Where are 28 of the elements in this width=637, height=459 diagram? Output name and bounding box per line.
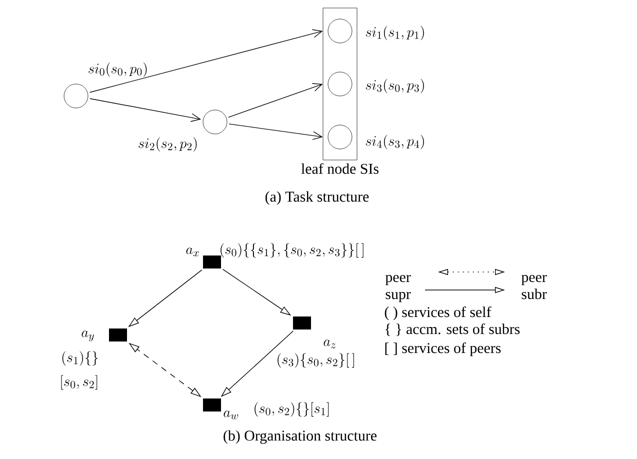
arrow	[89, 29, 323, 93]
node-label: $si_2(s_2,p_2)$	[138, 137, 197, 152]
box-caption: leaf node SIs	[301, 163, 378, 174]
node-label: $(s_1)\{\}$	[62, 351, 98, 366]
legend-text: { } accm. sets of subrs	[386, 323, 520, 336]
legend-text: peer	[385, 274, 411, 286]
node-label: $si_4(s_3,p_4)$	[366, 134, 424, 150]
node-label: $a_w$	[224, 410, 238, 420]
node-label: $si_0(s_0,p_0)$	[88, 62, 147, 77]
node-label: $[s_0,s_2]$	[61, 375, 98, 390]
node-label: $(s_0)\{\{s_1\},\{s_0,s_2,s_3\}\}[\,]$	[220, 243, 364, 258]
legend-text: supr	[386, 292, 411, 302]
legend-text: [ ] services of peers	[385, 342, 501, 356]
node-label: $a_z$	[324, 340, 336, 348]
node-label: $(s_3)\{s_0,s_2\}[\,]$	[278, 353, 354, 368]
caption: (b) Organisation structure	[224, 430, 377, 444]
legend-text: peer	[521, 274, 547, 286]
arrow	[228, 124, 323, 140]
node-label: $(s_0,s_2)\{\}[s_1]$	[254, 402, 329, 417]
node-label: $a_y$	[82, 330, 94, 342]
caption: (a) Task structure	[266, 191, 369, 205]
node-label: $si_1(s_1,p_1)$	[366, 26, 424, 40]
legend-text: ( ) services of self	[384, 306, 492, 320]
legend-text: subr	[522, 288, 547, 300]
arrow	[228, 83, 323, 118]
node-label: $si_3(s_0,p_3)$	[366, 78, 424, 94]
node-label: $a_x$	[186, 248, 199, 256]
arrow	[90, 98, 202, 122]
